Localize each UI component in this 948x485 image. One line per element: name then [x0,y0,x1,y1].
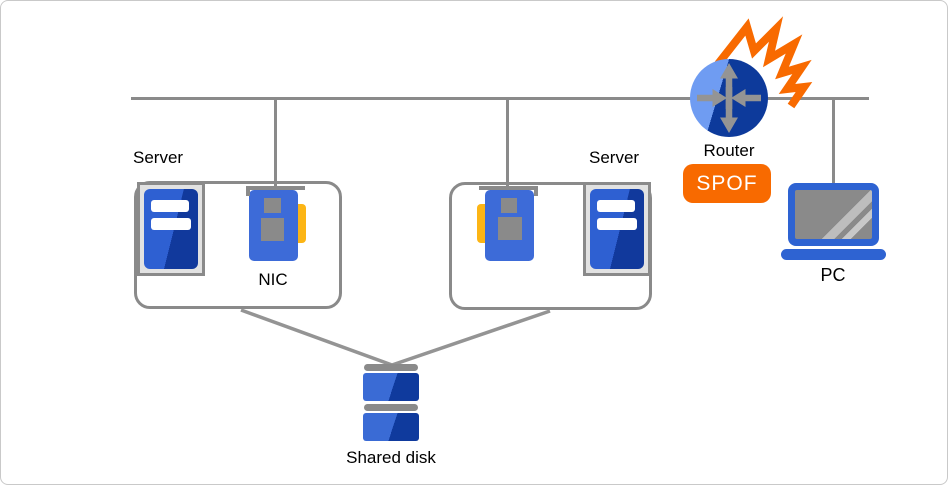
spof-badge: SPOF [683,164,771,203]
pc-display [795,190,872,239]
pc-screen-frame [788,183,879,246]
server2-slot-2 [597,218,637,230]
server1-tower [144,189,198,269]
nic2-chip-large [498,217,522,240]
server2-tower [590,189,644,269]
server1-slot-1 [151,200,189,212]
spof-badge-label: SPOF [696,171,758,195]
disk-bar-middle [364,404,418,411]
nic2-bracket-lip [534,186,538,196]
explosion-icon [714,16,813,109]
nic1-chip-large [261,218,284,241]
server2-label: Server [589,148,640,167]
server1-label: Server [133,148,184,167]
shared-disk-label: Shared disk [346,448,436,467]
server2-slot-1 [597,200,635,212]
router-icon [690,59,768,137]
nic1-bracket-lip [246,186,250,196]
nic1-label: NIC [258,270,288,289]
nic1-chip-small [264,198,281,213]
nic2-chip-small [501,198,517,213]
router-label: Router [703,141,755,160]
pc-base [781,249,886,260]
pc-label: PC [820,265,846,285]
nic2-bracket [479,186,538,190]
server-box-1 [134,181,342,309]
disk-platter-1 [363,373,419,401]
disk-link-lines [240,308,551,367]
nic1-bracket [246,186,305,190]
disk-platter-2 [363,413,419,441]
server1-icon [137,182,205,276]
server2-icon [583,182,651,276]
disk-bar-top [364,364,418,371]
server1-slot-2 [151,218,191,230]
